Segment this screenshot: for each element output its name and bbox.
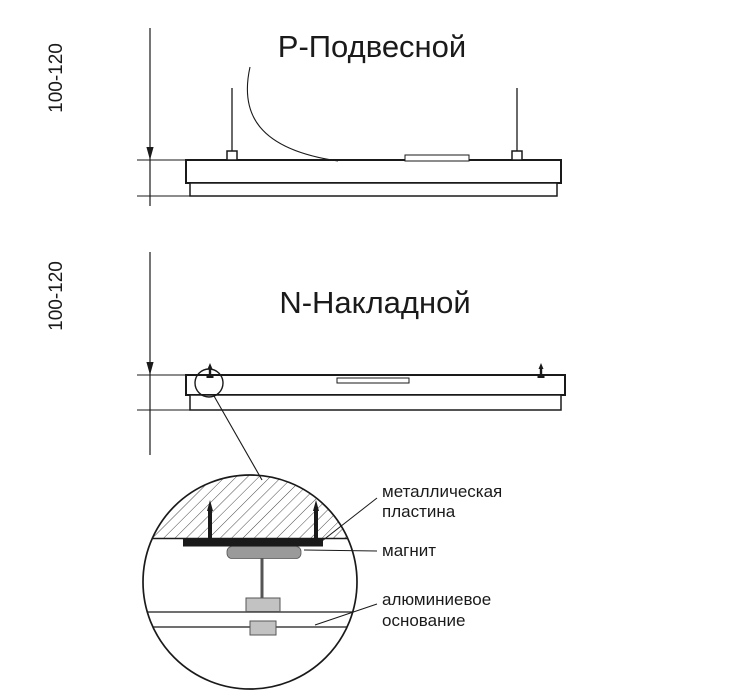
screw-shaft bbox=[539, 368, 543, 378]
suspended-fixture-body bbox=[185, 159, 562, 184]
screw-tip bbox=[313, 500, 319, 511]
wire-mount-right bbox=[511, 150, 523, 161]
detail-leader-line bbox=[213, 395, 263, 481]
screw-head bbox=[205, 538, 215, 545]
detail-view: металлическая пластина магнит алюминиево… bbox=[142, 474, 502, 690]
surface-drawing: N-Накладной 100-120 bbox=[46, 252, 566, 481]
aluminum-base-top-block bbox=[245, 597, 281, 612]
screw-tip bbox=[207, 363, 213, 369]
label-aluminum-base-line1: алюминиевое bbox=[382, 590, 491, 609]
surface-top-box bbox=[336, 377, 410, 384]
magnet-leader bbox=[303, 549, 378, 552]
magnet bbox=[226, 546, 302, 559]
metal-plate bbox=[183, 539, 323, 547]
screw-shaft bbox=[208, 510, 212, 541]
screw-shaft bbox=[314, 510, 318, 541]
suspended-drawing: Р-Подвесной 100-120 bbox=[46, 28, 562, 206]
screw-tip bbox=[207, 500, 213, 511]
detail-screw-right bbox=[311, 500, 321, 545]
label-metal-plate-line2: пластина bbox=[382, 502, 456, 521]
aluminum-base-leader bbox=[314, 603, 378, 626]
surface-fixture-diffuser bbox=[189, 394, 562, 411]
screw-tip bbox=[538, 363, 544, 369]
mount-stem bbox=[260, 558, 264, 599]
screw-shaft bbox=[208, 368, 212, 378]
label-magnet: магнит bbox=[382, 541, 436, 560]
detail-circle bbox=[142, 474, 358, 690]
metal-plate-leader bbox=[321, 497, 378, 542]
title-leader-curve bbox=[246, 66, 339, 162]
suspended-title: Р-Подвесной bbox=[278, 29, 466, 64]
label-aluminum-base-line2: основание bbox=[382, 611, 465, 630]
suspended-dimension-label: 100-120 bbox=[46, 43, 67, 113]
surface-screw-left bbox=[206, 363, 214, 378]
suspended-fixture-diffuser bbox=[189, 182, 558, 197]
screw-head bbox=[311, 538, 321, 545]
wire-mount-left bbox=[226, 150, 238, 161]
suspended-dimension-arrow bbox=[146, 147, 154, 160]
surface-dimension-arrow bbox=[146, 362, 154, 375]
detail-screw-left bbox=[205, 500, 215, 545]
surface-dimension-label: 100-120 bbox=[46, 261, 67, 331]
surface-title: N-Накладной bbox=[279, 285, 470, 320]
surface-screw-right bbox=[537, 363, 545, 378]
suspended-top-box bbox=[404, 154, 470, 162]
aluminum-base-bottom-block bbox=[249, 620, 277, 636]
label-metal-plate-line1: металлическая bbox=[382, 482, 502, 501]
detail-marker-circle bbox=[194, 368, 224, 398]
